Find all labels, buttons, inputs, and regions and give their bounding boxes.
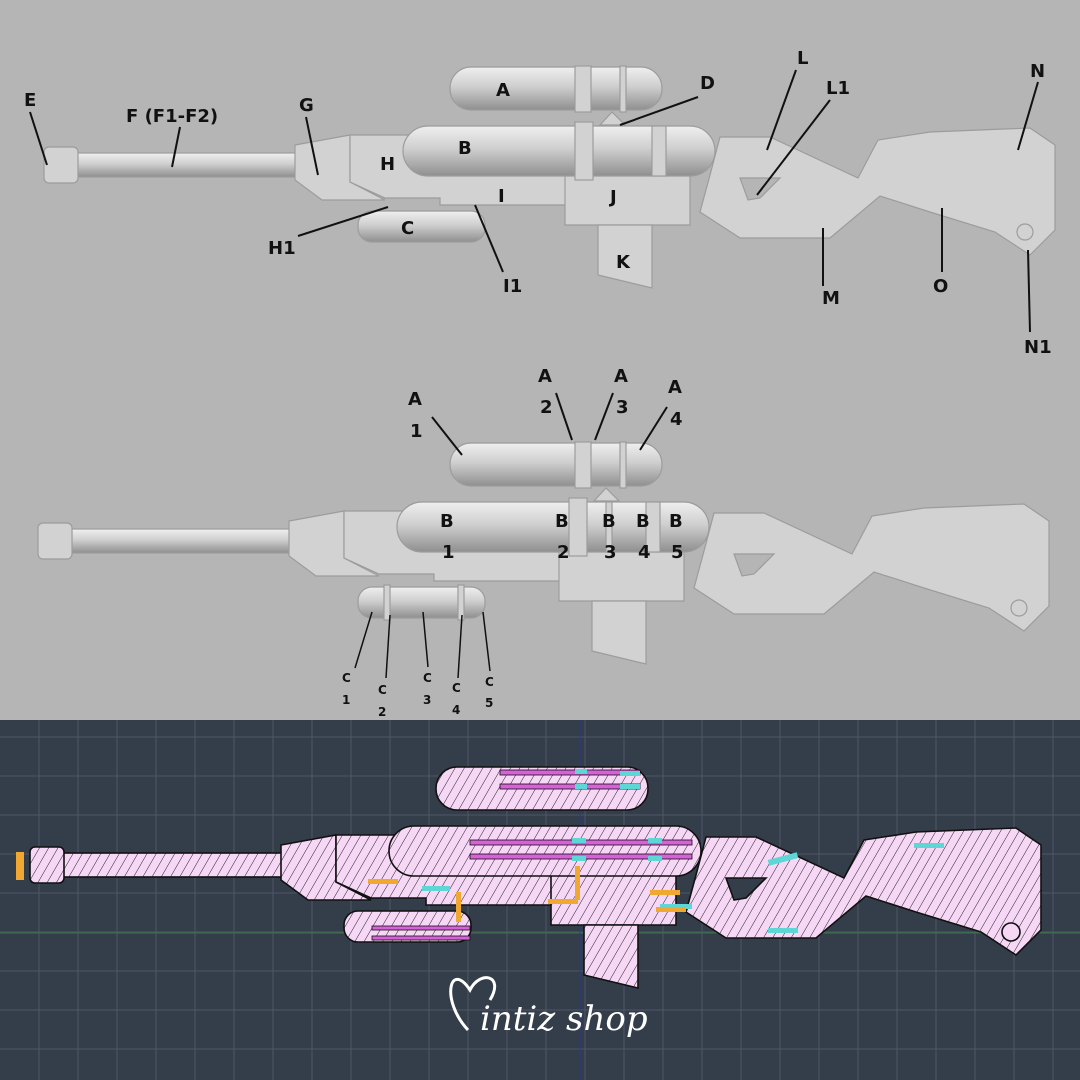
c-subpart-labels: C 1 C 2 C 3 C 4 C 5 [342,671,494,719]
label-a3-letter: A [614,366,628,387]
label-c1-num: 1 [342,693,350,707]
logo-text: intiz shop [480,999,648,1039]
label-a: A [496,80,510,101]
label-b2-num: 2 [557,542,570,563]
label-a1-num: 1 [410,421,423,442]
label-c: C [401,218,414,239]
label-g: G [299,95,314,116]
label-c5-num: 5 [485,696,493,710]
label-k: K [616,252,631,273]
label-b3-num: 3 [604,542,617,563]
label-b5-num: 5 [671,542,684,563]
label-b4-letter: B [636,511,650,532]
label-a4-letter: A [668,377,682,398]
label-b1-letter: B [440,511,454,532]
section-inner-bars [368,769,944,941]
label-l: L [797,48,808,69]
label-d: D [700,73,715,94]
label-c3-num: 3 [423,693,431,707]
label-c2-letter: C [378,683,387,697]
label-l1: L1 [826,78,850,99]
label-a3-num: 3 [616,397,629,418]
label-n: N [1030,61,1045,82]
b-subpart-labels: B 1 B 2 B 3 B 4 B 5 [440,511,684,563]
label-a1-letter: A [408,389,422,410]
label-h1: H1 [268,238,296,259]
label-c3-letter: C [423,671,432,685]
label-b4-num: 4 [638,542,651,563]
label-m: M [822,288,840,309]
label-b: B [458,138,472,159]
a-subpart-labels: A 1 A 2 A 3 A 4 [408,366,683,442]
label-i1: I1 [503,276,522,297]
brand-logo: intiz shop [449,976,648,1039]
label-a2-letter: A [538,366,552,387]
rifle-cross-section [16,766,1042,989]
label-e: E [24,90,36,111]
rifle-render-subparts: A 1 A 2 A 3 A 4 B 1 B 2 B 3 B 4 B 5 C 1 … [37,366,1050,719]
label-i: I [498,186,505,207]
label-c1-letter: C [342,671,351,685]
label-c2-num: 2 [378,705,386,719]
label-b2-letter: B [555,511,569,532]
label-a2-num: 2 [540,397,553,418]
label-h: H [380,154,395,175]
cad-cross-section-panel: intiz shop [0,720,1080,1080]
rifle-render-labeled: E F (F1-F2) G H B A D L L1 N H1 C I J K … [24,48,1056,358]
label-c4-num: 4 [452,703,460,717]
label-b3-letter: B [602,511,616,532]
label-n1: N1 [1024,337,1052,358]
label-b1-num: 1 [442,542,455,563]
label-j: J [608,187,617,208]
label-a4-num: 4 [670,409,683,430]
label-o: O [933,276,948,297]
label-f: F (F1-F2) [126,106,218,127]
label-b5-letter: B [669,511,683,532]
label-c4-letter: C [452,681,461,695]
label-c5-letter: C [485,675,494,689]
